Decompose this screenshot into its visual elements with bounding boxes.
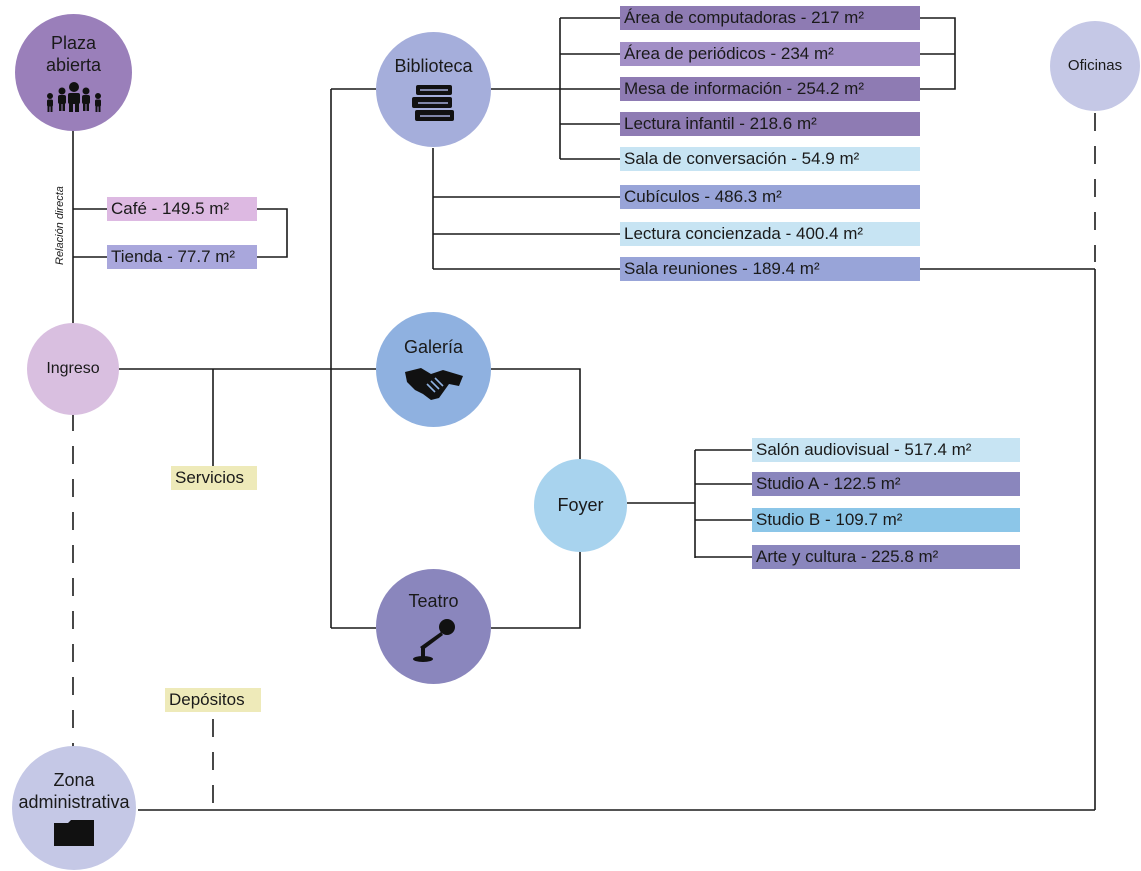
box-audiovisual[interactable]: Salón audiovisual - 517.4 m² [752,438,1020,462]
box-cubiculos[interactable]: Cubículos - 486.3 m² [620,185,920,209]
box-periodicos[interactable]: Área de periódicos - 234 m² [620,42,920,66]
box-conversacion[interactable]: Sala de conversación - 54.9 m² [620,147,920,171]
zona-label: Zona administrativa [18,770,130,812]
oficinas-label: Oficinas [1067,57,1123,74]
node-ingreso[interactable]: Ingreso [27,323,119,415]
box-tienda[interactable]: Tienda - 77.7 m² [107,245,257,269]
box-mesa[interactable]: Mesa de información - 254.2 m² [620,77,920,101]
folder-icon [54,819,94,846]
node-plaza[interactable]: Plaza abierta [15,14,132,131]
line-foyer-teatro [491,550,581,629]
ingreso-label: Ingreso [46,360,100,378]
foyer-label: Foyer [557,494,604,515]
box-computadoras[interactable]: Área de computadoras - 217 m² [620,6,920,30]
node-galeria[interactable]: Galería [376,312,491,427]
node-oficinas[interactable]: Oficinas [1050,21,1140,111]
node-biblioteca[interactable]: Biblioteca [376,32,491,147]
box-studio-b[interactable]: Studio B - 109.7 m² [752,508,1020,532]
microphone-icon [409,618,459,663]
books-icon [410,83,458,123]
box-arte[interactable]: Arte y cultura - 225.8 m² [752,545,1020,569]
family-icon [42,82,106,113]
plaza-label: Plaza abierta [45,32,102,75]
relation-label: Relación directa [54,186,66,265]
node-foyer[interactable]: Foyer [534,459,627,552]
teatro-label: Teatro [408,590,459,611]
box-concienzada[interactable]: Lectura concienzada - 400.4 m² [620,222,920,246]
node-zona-administrativa[interactable]: Zona administrativa [12,746,136,870]
line-galeria-foyer [491,368,581,459]
box-servicios[interactable]: Servicios [171,466,257,490]
line-cafe-tienda-right [257,208,288,258]
box-cafe[interactable]: Café - 149.5 m² [107,197,257,221]
box-infantil[interactable]: Lectura infantil - 218.6 m² [620,112,920,136]
box-studio-a[interactable]: Studio A - 122.5 m² [752,472,1020,496]
node-teatro[interactable]: Teatro [376,569,491,684]
galeria-label: Galería [403,336,464,357]
box-reuniones[interactable]: Sala reuniones - 189.4 m² [620,257,920,281]
biblioteca-label: Biblioteca [394,55,473,76]
handshake-icon [403,364,465,402]
box-depositos[interactable]: Depósitos [165,688,261,712]
